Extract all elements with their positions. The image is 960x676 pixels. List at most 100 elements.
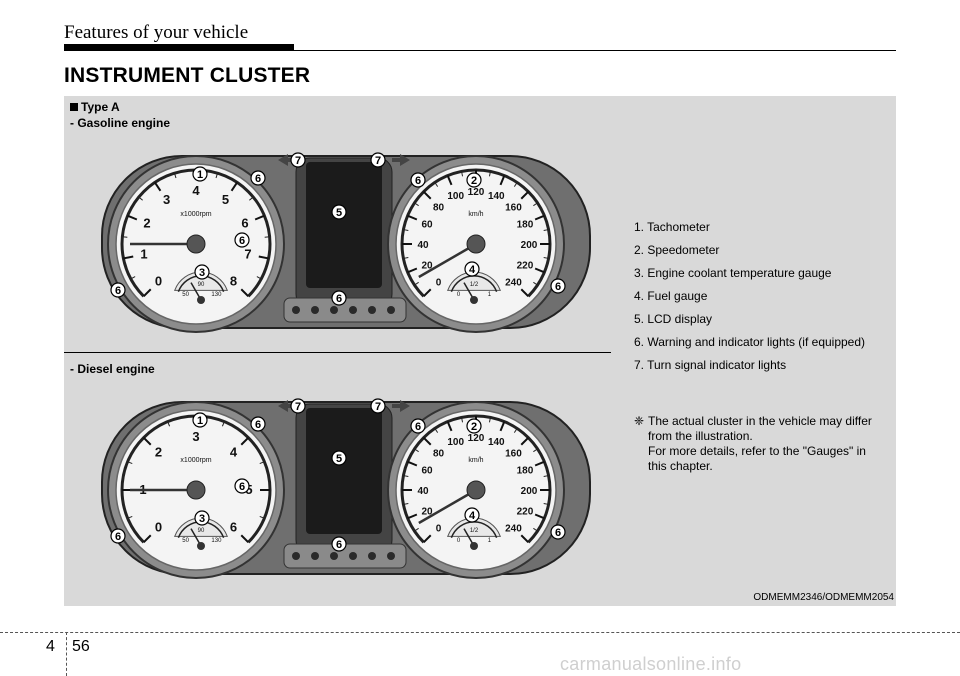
speedometer-unit: km/h bbox=[468, 211, 483, 218]
legend-item-turn-signals: 7. Turn signal indicator lights bbox=[634, 358, 787, 372]
speedometer-tick-label: 100 bbox=[447, 437, 464, 448]
speedometer-tick bbox=[520, 436, 530, 446]
tachometer-tick-label: 3 bbox=[163, 192, 170, 207]
speedometer-tick-label: 20 bbox=[421, 260, 433, 271]
speedometer-tick-label: 220 bbox=[517, 260, 534, 271]
warning-light-icon bbox=[387, 552, 395, 560]
callout-6: 6 bbox=[115, 285, 121, 297]
callout-4-circle bbox=[464, 507, 480, 523]
header-rule bbox=[64, 50, 896, 51]
header-bar bbox=[64, 44, 294, 51]
section-title: INSTRUMENT CLUSTER bbox=[64, 64, 311, 87]
speedometer-hub bbox=[466, 480, 486, 500]
speedometer-tick bbox=[407, 460, 418, 467]
callout-6-circle bbox=[550, 278, 566, 294]
callout-2: 2 bbox=[471, 175, 477, 187]
fuel-gauge-label: 1/2 bbox=[470, 282, 479, 288]
speedometer-tick-label: 180 bbox=[517, 220, 534, 231]
legend-item-lcd-display: 5. LCD display bbox=[634, 312, 713, 326]
speedometer-minor-tick bbox=[533, 448, 538, 453]
tachometer-minor-tick bbox=[174, 173, 177, 179]
callout-1: 1 bbox=[197, 169, 203, 181]
chapter-number: 4 bbox=[46, 638, 55, 655]
speedometer-tick bbox=[446, 421, 453, 432]
coolant-gauge-label: 130 bbox=[211, 538, 222, 544]
speedometer-minor-tick bbox=[513, 182, 518, 187]
image-code: ODMEMM2346/ODMEMM2054 bbox=[753, 592, 894, 603]
tachometer-tick bbox=[142, 436, 152, 446]
tachometer-unit: x1000rpm bbox=[180, 211, 211, 218]
coolant-gauge-label: 130 bbox=[211, 292, 222, 298]
right-turn-signal-icon bbox=[392, 400, 410, 412]
tachometer-hub bbox=[186, 234, 206, 254]
speedometer-needle bbox=[418, 488, 477, 525]
legend-item-coolant-gauge: 3. Engine coolant temperature gauge bbox=[634, 266, 832, 280]
speedometer-minor-tick bbox=[403, 502, 409, 505]
speedometer-tick-label: 60 bbox=[421, 220, 433, 231]
speedometer-tick bbox=[499, 175, 506, 186]
callout-6: 6 bbox=[255, 419, 261, 431]
tachometer-tick-label: 6 bbox=[230, 519, 237, 534]
callout-6-circle bbox=[250, 170, 266, 186]
type-label: Type A bbox=[70, 100, 120, 114]
note-line-1: The actual cluster in the vehicle may di… bbox=[648, 414, 872, 428]
coolant-gauge-label: 50 bbox=[182, 538, 189, 544]
speedometer-needle bbox=[418, 242, 477, 279]
speedometer-tick-label: 0 bbox=[436, 277, 442, 288]
tachometer-tick bbox=[240, 288, 250, 298]
callout-6-circle bbox=[410, 172, 426, 188]
warning-light-icon bbox=[311, 306, 319, 314]
speedometer-unit: km/h bbox=[468, 457, 483, 464]
speedometer-tick-label: 40 bbox=[417, 486, 429, 497]
speedometer-tick-label: 40 bbox=[417, 240, 429, 251]
right-turn-signal-icon bbox=[392, 154, 410, 166]
fuel-gauge-label: 1/2 bbox=[470, 528, 479, 534]
callout-6: 6 bbox=[555, 281, 561, 293]
speedometer-hub bbox=[466, 234, 486, 254]
speedometer-minor-tick bbox=[488, 171, 491, 177]
speedometer-tick bbox=[534, 513, 545, 520]
callout-6: 6 bbox=[115, 531, 121, 543]
tachometer-tick bbox=[154, 181, 162, 192]
type-label-text: Type A bbox=[81, 100, 120, 114]
speedometer-tick-label: 140 bbox=[488, 437, 505, 448]
warning-light-icon bbox=[330, 552, 338, 560]
square-bullet-icon bbox=[70, 103, 78, 111]
callout-7: 7 bbox=[295, 401, 301, 413]
left-turn-signal-icon bbox=[278, 400, 296, 412]
callout-7-circle bbox=[290, 398, 306, 414]
tachometer-tick bbox=[254, 214, 265, 221]
speedometer-minor-tick bbox=[513, 428, 518, 433]
page-number: 56 bbox=[72, 638, 90, 655]
speedometer-minor-tick bbox=[543, 229, 549, 232]
callout-4-circle bbox=[464, 261, 480, 277]
lcd-display bbox=[306, 408, 382, 534]
speedometer-minor-tick bbox=[414, 527, 419, 532]
fuel-gauge-label: 0 bbox=[457, 292, 461, 298]
callout-2-circle bbox=[466, 418, 482, 434]
speedometer-tick bbox=[520, 288, 530, 298]
speedometer-minor-tick bbox=[543, 475, 549, 478]
note-symbol-icon: ❈ bbox=[634, 414, 645, 428]
warning-light-icon bbox=[387, 306, 395, 314]
callout-5-circle bbox=[331, 204, 347, 220]
callout-6-circle bbox=[331, 536, 347, 552]
callout-6-circle bbox=[331, 290, 347, 306]
tachometer-minor-tick bbox=[249, 196, 254, 201]
callout-7: 7 bbox=[375, 401, 381, 413]
coolant-gauge-label: 90 bbox=[198, 528, 205, 534]
tachometer-tick-label: 5 bbox=[222, 192, 229, 207]
speedometer-minor-tick bbox=[414, 281, 419, 286]
tachometer-minor-tick bbox=[256, 276, 262, 280]
speedometer-tick bbox=[407, 267, 418, 274]
speedometer-tick-label: 240 bbox=[505, 277, 522, 288]
speedometer-tick bbox=[407, 513, 418, 520]
callout-6-circle bbox=[234, 478, 250, 494]
tachometer-tick-label: 5 bbox=[245, 482, 252, 497]
callout-5-circle bbox=[331, 450, 347, 466]
note-line-4: this chapter. bbox=[648, 459, 713, 473]
speedometer-tick bbox=[422, 534, 432, 544]
speedometer-tick bbox=[446, 175, 453, 186]
speedometer-minor-tick bbox=[461, 417, 464, 423]
speedometer-minor-tick bbox=[434, 182, 439, 187]
